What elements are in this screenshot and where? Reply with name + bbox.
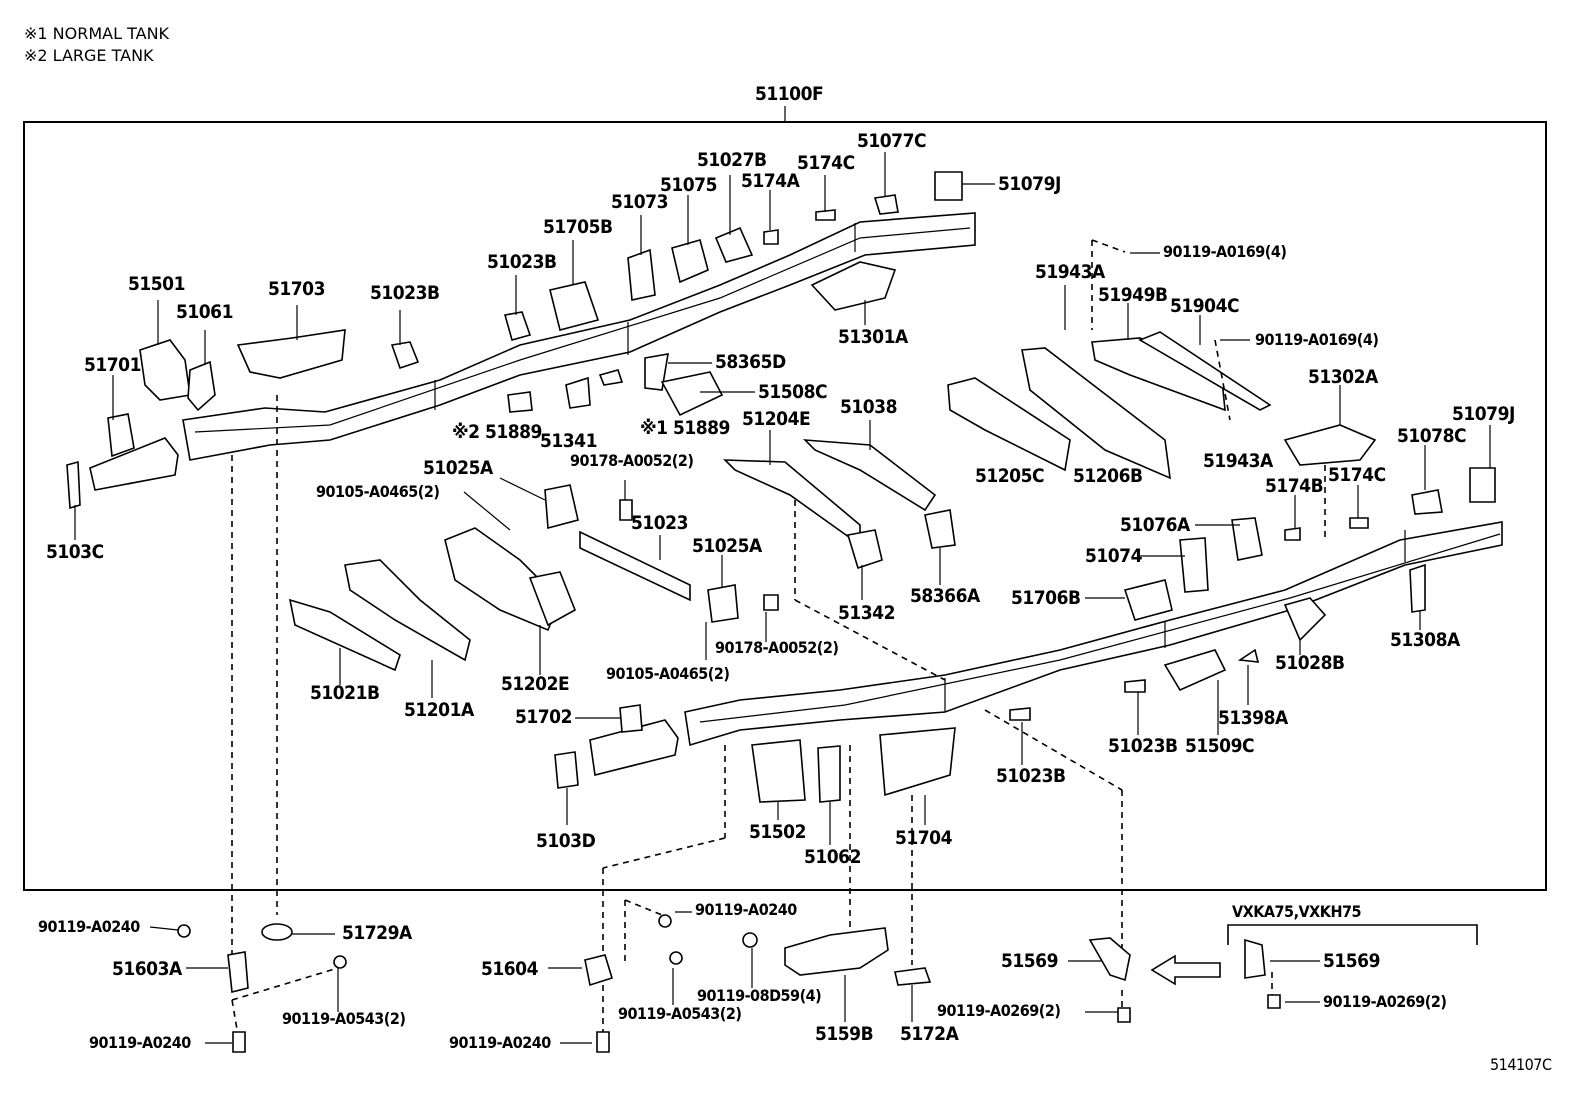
part-shapes — [66, 171, 1496, 803]
label-frame-assembly: 51100F — [755, 83, 824, 105]
label-51889-large-tank: ※2 51889 — [452, 421, 542, 443]
label-90119-a0169-2: 90119-A0169(4) — [1255, 330, 1379, 349]
label-51904c: 51904C — [1170, 295, 1240, 317]
label-90119-a0543-2: 90119-A0543(2) — [618, 1004, 742, 1023]
label-51502: 51502 — [749, 821, 806, 843]
label-51704: 51704 — [895, 827, 952, 849]
label-51204e: 51204E — [742, 408, 811, 430]
label-51023: 51023 — [631, 512, 688, 534]
label-51604: 51604 — [481, 958, 538, 980]
label-90178-a0052-2: 90178-A0052(2) — [715, 638, 839, 657]
label-51023b-2: 51023B — [487, 251, 557, 273]
label-51706b: 51706B — [1011, 587, 1081, 609]
label-51342: 51342 — [838, 602, 895, 624]
label-variant-vxka75-vxkh75: VXKA75,VXKH75 — [1232, 902, 1362, 921]
label-90119-a0240-4: 90119-A0240 — [449, 1033, 551, 1052]
label-51075: 51075 — [660, 174, 717, 196]
label-51201a: 51201A — [404, 699, 474, 721]
label-51028b: 51028B — [1275, 652, 1345, 674]
label-51569-1: 51569 — [1001, 950, 1058, 972]
label-51023b-1: 51023B — [370, 282, 440, 304]
label-5174a: 5174A — [741, 170, 800, 192]
label-5159b: 5159B — [815, 1023, 874, 1045]
label-51301a: 51301A — [838, 326, 908, 348]
label-51074: 51074 — [1085, 545, 1142, 567]
label-5174b: 5174B — [1265, 475, 1324, 497]
label-51603a: 51603A — [112, 958, 182, 980]
bottom-part-shapes — [177, 914, 1478, 1053]
label-5174c-2: 5174C — [1328, 464, 1386, 486]
label-51702: 51702 — [515, 706, 572, 728]
label-5172a: 5172A — [900, 1023, 959, 1045]
label-51025a-1: 51025A — [423, 457, 493, 479]
label-90105-a0465-2: 90105-A0465(2) — [606, 664, 730, 683]
frame-rail-right — [684, 521, 1503, 747]
label-51025a-2: 51025A — [692, 535, 762, 557]
label-90119-a0240-1: 90119-A0240 — [38, 917, 140, 936]
label-51073: 51073 — [611, 191, 668, 213]
note-large-tank: ※2 LARGE TANK — [24, 46, 154, 65]
label-51061: 51061 — [176, 301, 233, 323]
label-58366a: 58366A — [910, 585, 980, 607]
label-51023b-4: 51023B — [996, 765, 1066, 787]
label-51729a: 51729A — [342, 922, 412, 944]
label-90119-a0543-1: 90119-A0543(2) — [282, 1009, 406, 1028]
label-51078c: 51078C — [1397, 425, 1467, 447]
label-51701: 51701 — [84, 354, 141, 376]
label-51205c: 51205C — [975, 465, 1045, 487]
label-51023b-3: 51023B — [1108, 735, 1178, 757]
label-90119-a0240-2: 90119-A0240 — [89, 1033, 191, 1052]
label-5103d: 5103D — [536, 830, 596, 852]
label-figure-code: 514107C — [1490, 1055, 1552, 1074]
label-90119-a0269-1: 90119-A0269(2) — [937, 1001, 1061, 1020]
label-51705b: 51705B — [543, 216, 613, 238]
label-51949b: 51949B — [1098, 284, 1168, 306]
label-51703: 51703 — [268, 278, 325, 300]
label-51943a-1: 51943A — [1035, 261, 1105, 283]
label-51077c: 51077C — [857, 130, 927, 152]
label-51302a: 51302A — [1308, 366, 1378, 388]
label-90105-a0465-1: 90105-A0465(2) — [316, 482, 440, 501]
label-51076a: 51076A — [1120, 514, 1190, 536]
label-51021b: 51021B — [310, 682, 380, 704]
frame-rail-left — [182, 212, 976, 461]
label-90178-a0052-1: 90178-A0052(2) — [570, 451, 694, 470]
label-51308a: 51308A — [1390, 629, 1460, 651]
label-5174c-1: 5174C — [797, 152, 855, 174]
label-90119-a0269-2: 90119-A0269(2) — [1323, 992, 1447, 1011]
label-51943a-2: 51943A — [1203, 450, 1273, 472]
label-51341: 51341 — [540, 430, 597, 452]
leader-lines — [74, 152, 1491, 1044]
label-51079j-1: 51079J — [998, 173, 1061, 195]
label-51501: 51501 — [128, 273, 185, 295]
label-51889-normal-tank: ※1 51889 — [640, 417, 730, 439]
label-51202e: 51202E — [501, 673, 570, 695]
label-90119-a0240-3: 90119-A0240 — [695, 900, 797, 919]
label-90119-a0169-1: 90119-A0169(4) — [1163, 242, 1287, 261]
label-5103c: 5103C — [46, 541, 104, 563]
label-51206b: 51206B — [1073, 465, 1143, 487]
label-51038: 51038 — [840, 396, 897, 418]
label-51062: 51062 — [804, 846, 861, 868]
label-51569-2: 51569 — [1323, 950, 1380, 972]
label-51027b: 51027B — [697, 149, 767, 171]
label-90119-08d59: 90119-08D59(4) — [697, 986, 822, 1005]
label-51509c: 51509C — [1185, 735, 1255, 757]
label-51508c: 51508C — [758, 381, 828, 403]
label-58365d: 58365D — [715, 351, 786, 373]
note-normal-tank: ※1 NORMAL TANK — [24, 24, 170, 43]
label-51398a: 51398A — [1218, 707, 1288, 729]
label-51079j-2: 51079J — [1452, 403, 1515, 425]
